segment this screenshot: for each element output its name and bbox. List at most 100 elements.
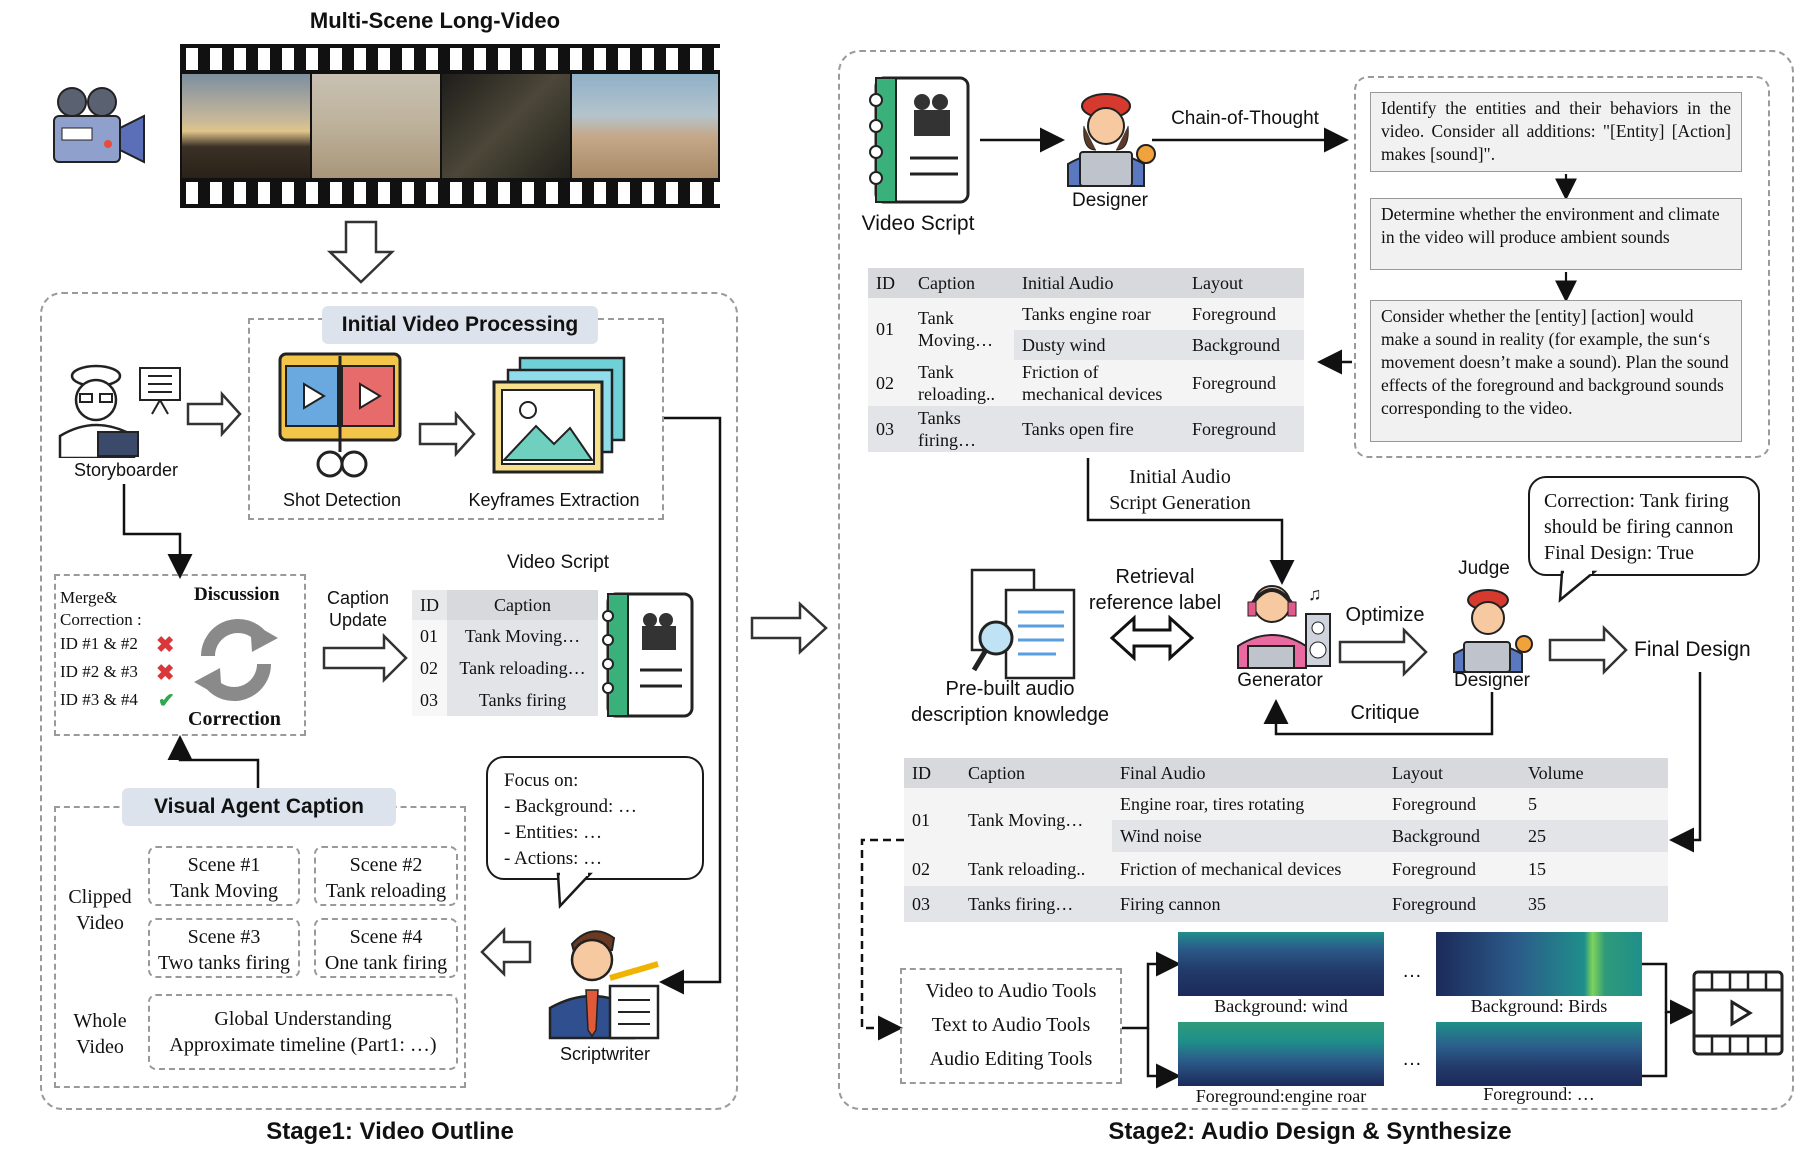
th-final-audio: Final Audio: [1112, 758, 1384, 788]
correction-bubble: Correction: Tank firing should be firing…: [1528, 476, 1760, 576]
frame-desert: [312, 74, 440, 178]
stage2-title: Stage2: Audio Design & Synthesize: [1108, 1118, 1512, 1145]
cell-id: 02: [904, 852, 960, 886]
global-box: Global Understanding Approximate timelin…: [148, 994, 458, 1070]
script-book-icon: [598, 590, 696, 725]
cell-id: 01: [904, 788, 960, 852]
cell-caption: Tanks firing: [447, 684, 598, 716]
ellipsis: …: [1402, 1048, 1422, 1070]
cell-id: 02: [868, 360, 910, 406]
focus-line: - Actions: …: [504, 848, 603, 869]
cell-id: 03: [868, 406, 910, 452]
cell-audio: Tanks open fire: [1014, 406, 1184, 452]
initial-gen-1: Initial Audio: [1129, 466, 1231, 488]
cell-layout: Background: [1184, 330, 1304, 360]
stage2-container: [838, 50, 1794, 1110]
correction-label: Correction: [188, 708, 281, 730]
correction-line: should be firing cannon: [1544, 516, 1734, 538]
tool-item: Audio Editing Tools: [929, 1048, 1093, 1070]
generator-icon: ♫: [1234, 580, 1334, 675]
down-hollow-arrow: [326, 220, 396, 284]
cell-id: 02: [412, 652, 447, 684]
correction-line: Final Design: True: [1544, 542, 1695, 564]
cell-caption: Tank Moving…: [447, 620, 598, 652]
frame-dark: [442, 74, 570, 178]
cross-icon: ✖: [156, 632, 175, 657]
judge-designer-label: Designer: [1453, 670, 1531, 691]
cell-audio: Dusty wind: [1014, 330, 1184, 360]
th-id: ID: [868, 268, 910, 298]
designer-label: Designer: [1071, 190, 1149, 211]
hollow-arrow-caption-update: [322, 632, 408, 684]
storyboarder-icon: [54, 358, 184, 463]
svg-text:♫: ♫: [1308, 584, 1322, 604]
th-layout: Layout: [1384, 758, 1520, 788]
cot-box: [1354, 76, 1770, 458]
merge-label-2: Correction :: [60, 610, 142, 629]
merge-pair-2: ID #2 & #3: [60, 662, 138, 681]
caption-update-2: Update: [328, 610, 388, 630]
cell-volume: 25: [1520, 820, 1668, 852]
output-video-icon: [1692, 970, 1784, 1061]
video-script-icon: [862, 74, 974, 211]
cell-audio: Friction of mechanical devices: [1112, 852, 1384, 886]
visual-agent-title: Visual Agent Caption: [122, 788, 396, 826]
scene-desc: Tank Moving: [169, 880, 279, 902]
spectrogram-bg-birds: [1436, 932, 1642, 996]
tool-item: Video to Audio Tools: [925, 980, 1097, 1002]
spectrogram-fg-engine: [1178, 1022, 1384, 1086]
double-arrow-retrieval: [1109, 614, 1195, 662]
script-table: ID Caption 01 Tank Moving… 02 Tank reloa…: [412, 590, 598, 716]
hollow-arrow-2: [418, 410, 476, 458]
cell-audio: Wind noise: [1112, 820, 1384, 852]
spectrogram-fg-other: [1436, 1022, 1642, 1086]
arrow-table-tools: [860, 838, 904, 1041]
focus-line: - Background: …: [504, 796, 637, 817]
th-volume: Volume: [1520, 758, 1668, 788]
cell-id: 01: [868, 298, 910, 360]
prebuilt-1: Pre-built audio: [945, 678, 1075, 700]
storyboarder-label: Storyboarder: [73, 460, 179, 480]
video-camera-icon: [48, 84, 148, 175]
frame-tank: [572, 74, 718, 178]
top-title: Multi-Scene Long-Video: [309, 8, 561, 33]
scene-box-2: Scene #2 Tank reloading: [314, 846, 458, 906]
designer-icon: [1060, 90, 1160, 195]
stage1-title: Stage1: Video Outline: [266, 1118, 514, 1145]
initial-processing-title: Initial Video Processing: [322, 306, 598, 344]
cell-caption: Tank Moving…: [910, 298, 1014, 360]
merge-pair-3: ID #3 & #4: [60, 690, 138, 709]
global-line: Global Understanding: [214, 1008, 392, 1030]
cell-audio: Friction of mechanical devices: [1014, 360, 1184, 406]
hollow-arrow-optimize: [1338, 626, 1428, 678]
shot-detection-icon: [278, 352, 402, 485]
video-script-title: Video Script: [506, 552, 610, 573]
cell-layout: Foreground: [1384, 852, 1520, 886]
whole-video-1: Whole: [73, 1010, 127, 1032]
tools-box: [900, 968, 1122, 1084]
critique-label: Critique: [1350, 702, 1420, 724]
scene-box-3: Scene #3 Two tanks firing: [148, 918, 300, 978]
cell-audio: Engine roar, tires rotating: [1112, 788, 1384, 820]
final-audio-table: ID Caption Final Audio Layout Volume 01 …: [904, 758, 1668, 922]
arrow-storyboarder-discussion: [122, 484, 193, 579]
spectrogram-label: Foreground: …: [1483, 1084, 1595, 1104]
retrieval-1: Retrieval: [1115, 566, 1195, 588]
scene-title: Scene #1: [187, 854, 261, 876]
th-id: ID: [904, 758, 960, 788]
correction-line: Correction: Tank firing: [1544, 490, 1729, 512]
cell-volume: 35: [1520, 886, 1668, 922]
arrow-visual-discussion: [167, 735, 260, 788]
focus-bubble: Focus on: - Background: … - Entities: … …: [486, 756, 704, 880]
scene-desc: Two tanks firing: [158, 952, 290, 974]
scene-title: Scene #3: [187, 926, 261, 948]
ellipsis: …: [1402, 960, 1422, 982]
merge-label-1: Merge&: [60, 588, 118, 607]
merge-pair-1: ID #1 & #2: [60, 634, 138, 653]
hollow-arrow-1: [186, 390, 242, 438]
scene-box-4: Scene #4 One tank firing: [314, 918, 458, 978]
cell-id: 01: [412, 620, 447, 652]
cell-id: 03: [412, 684, 447, 716]
whole-video-2: Video: [76, 1036, 124, 1058]
th-initial-audio: Initial Audio: [1014, 268, 1184, 298]
